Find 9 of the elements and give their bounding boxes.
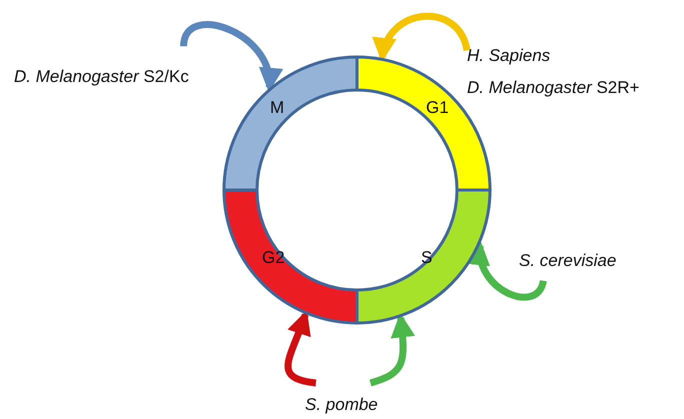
organism-label: D. Melanogaster S2/Kc (14, 66, 189, 88)
organism-label: D. Melanogaster S2R+ (467, 77, 640, 99)
organism-label: S. pombe (305, 394, 378, 416)
curved-arrow (468, 240, 547, 301)
phase-label: G1 (426, 98, 449, 118)
phase-label: M (270, 98, 284, 118)
phase-label: G2 (262, 248, 285, 268)
organism-label: H. Sapiens (467, 45, 552, 67)
organism-label: S. cerevisiae (519, 250, 616, 272)
